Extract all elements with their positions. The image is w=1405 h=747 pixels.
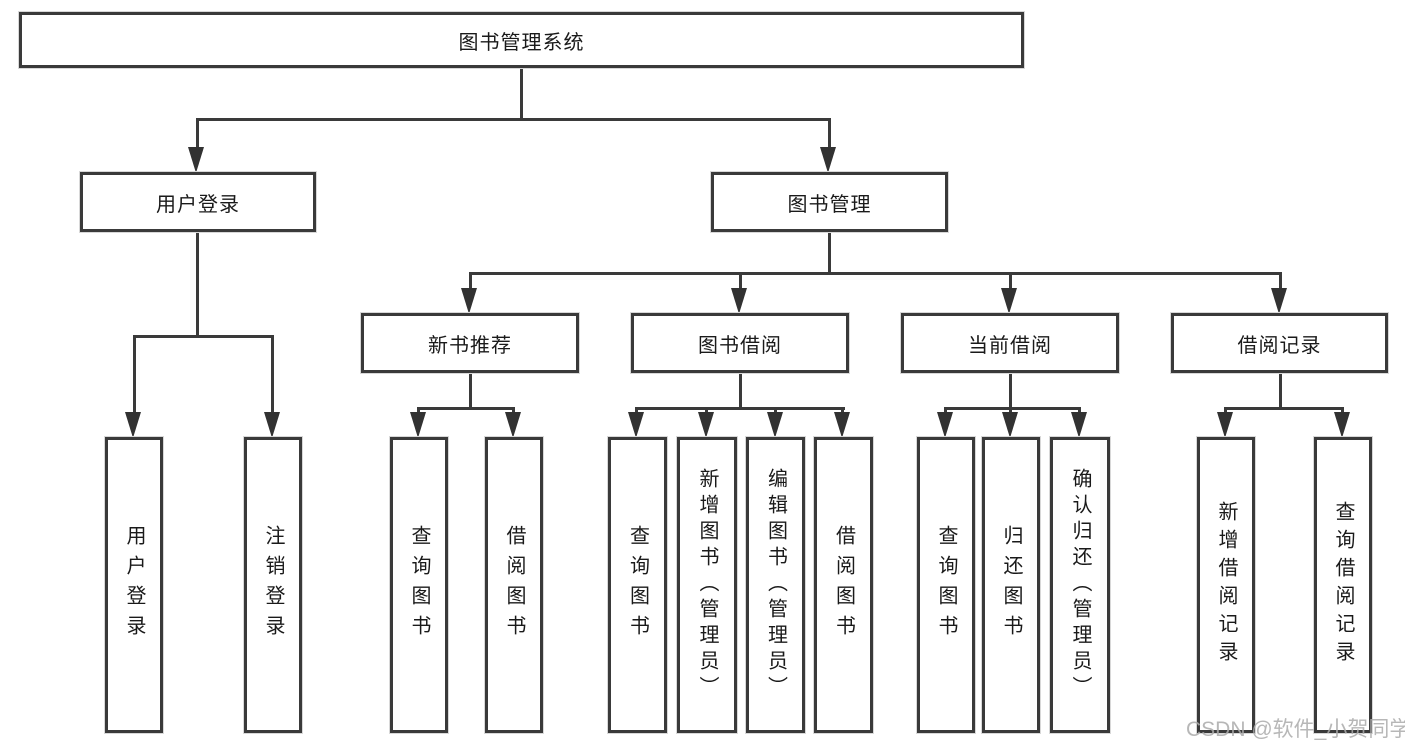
connector-line — [739, 373, 742, 409]
node-label: 图书借阅 — [698, 334, 782, 357]
diagram-node-root: 图书管理系统 — [19, 12, 1024, 68]
node-label: 归还图书 — [1000, 525, 1022, 645]
leaf-node-borrow-books: 借阅图书 — [814, 437, 873, 733]
connector-line — [739, 272, 742, 292]
connector-line — [1279, 272, 1282, 292]
node-label: 注销登录 — [262, 525, 284, 645]
node-label: 用户登录 — [123, 525, 145, 645]
diagram-node-book-borrow: 图书借阅 — [631, 313, 849, 373]
csdn-watermark: CSDN @软件_小贺同学 — [1186, 718, 1405, 741]
arrowhead-down-icon — [937, 412, 953, 438]
leaf-node-edit-books-admin: 编辑图书（管理员） — [746, 437, 805, 733]
connector-line — [469, 373, 472, 409]
leaf-node-confirm-return-admin: 确认归还（管理员） — [1050, 437, 1110, 733]
connector-line — [1009, 272, 1012, 292]
leaf-node-borrow-books: 借阅图书 — [485, 437, 543, 733]
connector-line — [417, 407, 515, 410]
connector-line — [133, 335, 274, 338]
arrowhead-down-icon — [834, 412, 850, 438]
diagram-node-new-book-recommend: 新书推荐 — [361, 313, 579, 373]
node-label: 查询图书 — [626, 525, 649, 645]
leaf-node-query-books: 查询图书 — [608, 437, 667, 733]
arrowhead-down-icon — [264, 412, 280, 438]
connector-line — [635, 407, 845, 410]
arrowhead-down-icon — [410, 412, 426, 438]
arrowhead-down-icon — [1334, 412, 1350, 438]
connector-line — [828, 232, 831, 275]
leaf-node-query-borrow-record: 查询借阅记录 — [1314, 437, 1372, 733]
arrowhead-down-icon — [188, 147, 204, 173]
connector-line — [944, 407, 1081, 410]
diagram-node-borrow-records: 借阅记录 — [1171, 313, 1388, 373]
arrowhead-down-icon — [820, 147, 836, 173]
node-label: 借阅图书 — [832, 525, 855, 645]
leaf-node-query-books: 查询图书 — [390, 437, 448, 733]
node-label: 查询图书 — [935, 525, 957, 645]
arrowhead-down-icon — [1217, 412, 1233, 438]
node-label: 新书推荐 — [428, 334, 512, 357]
connector-line — [196, 118, 199, 152]
node-label: 新增图书（管理员） — [696, 468, 718, 702]
arrowhead-down-icon — [1071, 412, 1087, 438]
node-label: 确认归还（管理员） — [1069, 468, 1091, 702]
connector-line — [196, 232, 199, 338]
node-label: 当前借阅 — [968, 334, 1052, 357]
node-label: 查询借阅记录 — [1332, 501, 1354, 669]
arrowhead-down-icon — [1001, 288, 1017, 314]
connector-line — [271, 335, 274, 415]
leaf-node-add-borrow-record: 新增借阅记录 — [1197, 437, 1255, 733]
connector-line — [828, 118, 831, 152]
node-label: 借阅记录 — [1237, 334, 1322, 357]
arrowhead-down-icon — [461, 288, 477, 314]
arrowhead-down-icon — [628, 412, 644, 438]
leaf-node-return-books: 归还图书 — [982, 437, 1040, 733]
node-label: 用户登录 — [156, 193, 240, 216]
arrowhead-down-icon — [731, 288, 747, 314]
connector-line — [469, 272, 472, 292]
diagram-node-user-login: 用户登录 — [80, 172, 316, 232]
arrowhead-down-icon — [767, 412, 783, 438]
node-label: 查询图书 — [408, 525, 430, 645]
arrowhead-down-icon — [1271, 288, 1287, 314]
leaf-node-query-books: 查询图书 — [917, 437, 975, 733]
node-label: 新增借阅记录 — [1215, 501, 1237, 669]
node-label: 编辑图书（管理员） — [764, 468, 787, 702]
leaf-node-logout: 注销登录 — [244, 437, 302, 733]
connector-line — [520, 68, 523, 120]
connector-line — [469, 272, 1282, 275]
connector-line — [1009, 373, 1012, 409]
diagram-node-book-management: 图书管理 — [711, 172, 948, 232]
leaf-node-user-login: 用户登录 — [105, 437, 163, 733]
leaf-node-add-books-admin: 新增图书（管理员） — [677, 437, 737, 733]
connector-line — [1279, 373, 1282, 409]
connector-line — [1224, 407, 1344, 410]
arrowhead-down-icon — [505, 412, 521, 438]
node-label: 图书管理系统 — [458, 31, 585, 54]
connector-line — [196, 118, 831, 121]
arrowhead-down-icon — [125, 412, 141, 438]
diagram-node-current-borrow: 当前借阅 — [901, 313, 1119, 373]
arrowhead-down-icon — [698, 412, 714, 438]
arrowhead-down-icon — [1002, 412, 1018, 438]
node-label: 借阅图书 — [503, 525, 525, 645]
node-label: 图书管理 — [787, 193, 872, 216]
connector-line — [133, 335, 136, 415]
